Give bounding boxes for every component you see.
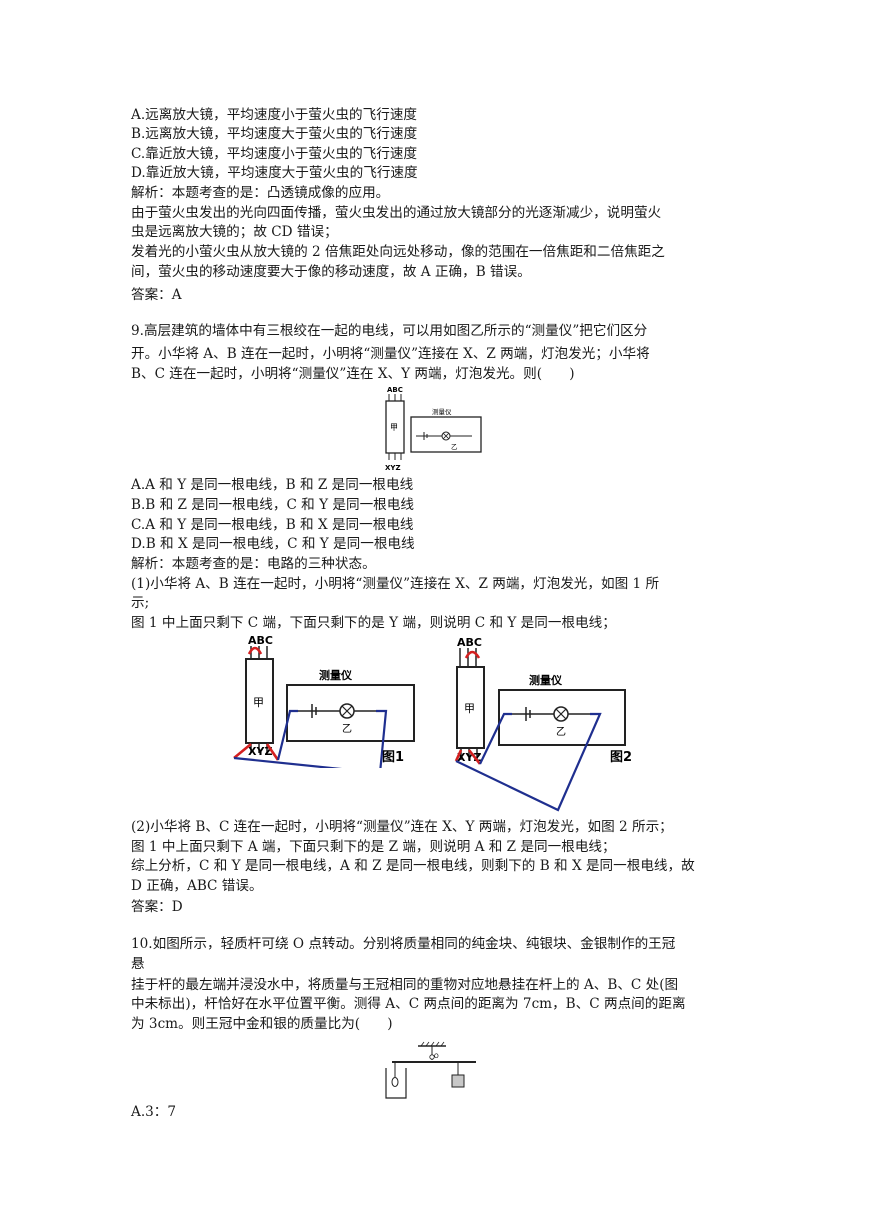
water-beaker (385, 1068, 407, 1099)
figure-2: ABC 甲 XYZ 测量仪 乙 图2 (454, 636, 632, 812)
blue-wire (276, 709, 298, 761)
blue-wire (479, 712, 512, 765)
meter-box (410, 416, 482, 453)
blue-wire (233, 709, 388, 768)
q8-analysis-line: 虫是远离放大镜的；故 CD 错误； (131, 224, 338, 240)
label-meter: 测量仪 (529, 673, 563, 687)
label-meter: 测量仪 (319, 668, 353, 682)
q8-option-a: A.远离放大镜，平均速度小于萤火虫的飞行速度 (131, 107, 418, 123)
q9-analysis-line: D 正确，ABC 错误。 (131, 878, 263, 894)
q9-option-c: C.A 和 Y 是同一根电线，B 和 X 是同一根电线 (131, 517, 414, 533)
q8-option-d: D.靠近放大镜，平均速度大于萤火虫的飞行速度 (131, 165, 418, 181)
crown-block (391, 1077, 399, 1087)
q10-stem-line: 悬 (131, 956, 145, 972)
label-xyz: XYZ (457, 751, 481, 764)
q10-option-a: A.3：7 (131, 1104, 177, 1120)
label-yi: 乙 (556, 726, 566, 738)
q10-stem-line: 10.如图所示，轻质杆可绕 O 点转动。分别将质量相同的纯金块、纯银块、金银制作… (131, 936, 676, 952)
q9-option-a: A.A 和 Y 是同一根电线，B 和 Z 是同一根电线 (131, 477, 414, 493)
q9-stem-line: 开。小华将 A、B 连在一起时，小明将“测量仪”连接在 X、Z 两端，灯泡发光；… (131, 346, 650, 362)
label-jia: 甲 (390, 423, 398, 432)
q10-stem-line: 挂于杆的最左端并浸没水中，将质量与王冠相同的重物对应地悬挂在杆上的 A、B、C … (131, 977, 679, 993)
label-meter: 测量仪 (432, 408, 452, 416)
q9-analysis-line: 图 1 中上面只剩下 A 端，下面只剩下的是 Z 端，则说明 A 和 Z 是同一… (131, 839, 616, 855)
label-abc: ABC (387, 386, 403, 394)
q8-analysis-line: 解析：本题考查的是：凸透镜成像的应用。 (131, 185, 390, 201)
pivot-icon (429, 1054, 435, 1060)
q10-stem-line: 为 3cm。则王冠中金和银的质量比为( ) (131, 1016, 393, 1032)
figure-1: ABC 甲 XYZ 测量仪 乙 图1 (233, 634, 415, 768)
label-fig2: 图2 (610, 750, 632, 765)
q9-answer: 答案：D (131, 899, 183, 915)
q9-stem-line: 9.高层建筑的墙体中有三根绞在一起的电线，可以用如图乙所示的“测量仪”把它们区分 (131, 323, 648, 339)
label-xyz: XYZ (385, 464, 401, 472)
label-xyz: XYZ (248, 745, 272, 758)
q9-analysis-line: 示; (131, 595, 150, 611)
label-jia: 甲 (464, 702, 475, 715)
q9-analysis-line: (1)小华将 A、B 连在一起时，小明将“测量仪”连接在 X、Z 两端，灯泡发光… (131, 576, 660, 592)
q9-option-b: B.B 和 Z 是同一根电线，C 和 Y 是同一根电线 (131, 497, 414, 513)
wall-box (456, 666, 485, 749)
weight-block (451, 1074, 465, 1088)
q9-analysis-line: (2)小华将 B、C 连在一起时，小明将“测量仪”连在 X、Y 两端，灯泡发光，… (131, 819, 673, 835)
q10-stem-line: 中未标出)，杆恰好在水平位置平衡。测得 A、C 两点间的距离为 7cm，B、C … (131, 996, 686, 1012)
q9-option-d: D.B 和 X 是同一根电线，C 和 Y 是同一根电线 (131, 536, 415, 552)
label-yi: 乙 (342, 723, 352, 735)
q9-analysis-line: 综上分析，C 和 Y 是同一根电线，A 和 Z 是同一根电线，则剩下的 B 和 … (131, 858, 695, 874)
label-abc: ABC (457, 636, 482, 649)
q8-analysis-line: 由于萤火虫发出的光向四面传播，萤火虫发出的通过放大镜部分的光逐渐减少，说明萤火 (131, 205, 662, 221)
label-abc: ABC (248, 634, 273, 647)
label-jia: 甲 (253, 696, 264, 709)
q8-option-b: B.远离放大镜，平均速度大于萤火虫的飞行速度 (131, 126, 418, 142)
q9-analysis-line: 图 1 中上面只剩下 C 端，下面只剩下的是 Y 端，则说明 C 和 Y 是同一… (131, 615, 616, 631)
q9-figure-meter: ABC 甲 XYZ 测量仪 乙 (385, 386, 482, 472)
q9-analysis-line: 解析：本题考查的是：电路的三种状态。 (131, 556, 376, 572)
q8-analysis-line: 间，萤火虫的移动速度要大于像的移动速度，故 A 正确，B 错误。 (131, 264, 531, 280)
blue-wire (455, 712, 602, 812)
pivot-label: O (434, 1053, 439, 1060)
q9-stem-line: B、C 连在一起时，小明将“测量仪”连在 X、Y 两端，灯泡发光。则( ) (131, 366, 575, 382)
red-jumper-bc (464, 650, 481, 659)
q10-lever-figure: O (385, 1041, 476, 1099)
label-fig1: 图1 (382, 750, 404, 765)
q8-answer: 答案：A (131, 287, 182, 303)
q8-analysis-line: 发着光的小萤火虫从放大镜的 2 倍焦距处向远处移动，像的范围在一倍焦距和二倍焦距… (131, 244, 665, 260)
red-jumper-ab (247, 646, 263, 655)
q8-option-c: C.靠近放大镜，平均速度小于萤火虫的飞行速度 (131, 146, 418, 162)
label-yi: 乙 (451, 443, 458, 451)
